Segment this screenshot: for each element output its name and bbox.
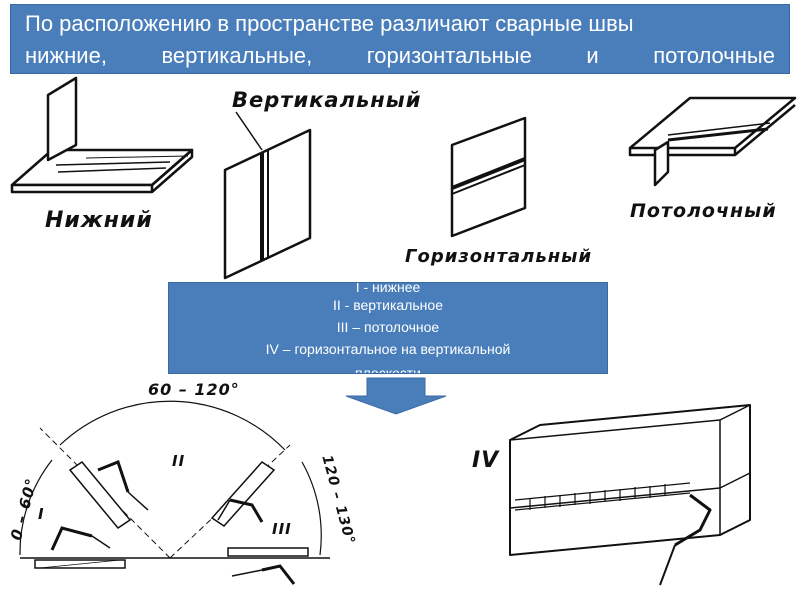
horizontal-weld-label: Горизонтальный (405, 246, 593, 267)
position-iv-label: IV (472, 448, 500, 473)
title-word: вертикальные, (161, 43, 313, 68)
vertical-weld-figure (223, 111, 312, 280)
down-arrow (345, 377, 447, 415)
info-line: II - вертикальное (333, 297, 443, 313)
zone-label: I (38, 505, 45, 523)
info-line: I - нижнее (355, 282, 421, 295)
title-word: и (586, 43, 599, 68)
info-box: I - нижнее II - вертикальное III – потол… (168, 282, 608, 374)
angle-top-label: 60 – 120° (148, 380, 240, 399)
title-word: потолочные (653, 43, 775, 68)
bottom-weld-figure (10, 76, 194, 194)
zone-label: III (272, 520, 292, 538)
info-line: III – потолочное (336, 319, 440, 335)
title-word: нижние, (25, 43, 107, 68)
wall-weld-figure (509, 404, 751, 586)
position-diagram (19, 400, 330, 585)
horizontal-weld-figure (450, 116, 527, 238)
title-word: горизонтальные (366, 43, 532, 68)
ceiling-weld-label: Потолочный (630, 200, 777, 222)
zone-label: II (172, 452, 186, 470)
vertical-weld-label: Вертикальный (232, 88, 422, 112)
info-line: плоскости (355, 365, 421, 374)
title-line-1: По расположению в пространстве различают… (25, 11, 634, 36)
bottom-weld-label: Нижний (45, 208, 153, 233)
info-line: IV – горизонтальное на вертикальной (265, 341, 511, 357)
title-banner: По расположению в пространстве различают… (10, 4, 790, 74)
ceiling-weld-figure (628, 96, 797, 187)
title-line-2: нижние, вертикальные, горизонтальные и п… (25, 43, 775, 69)
